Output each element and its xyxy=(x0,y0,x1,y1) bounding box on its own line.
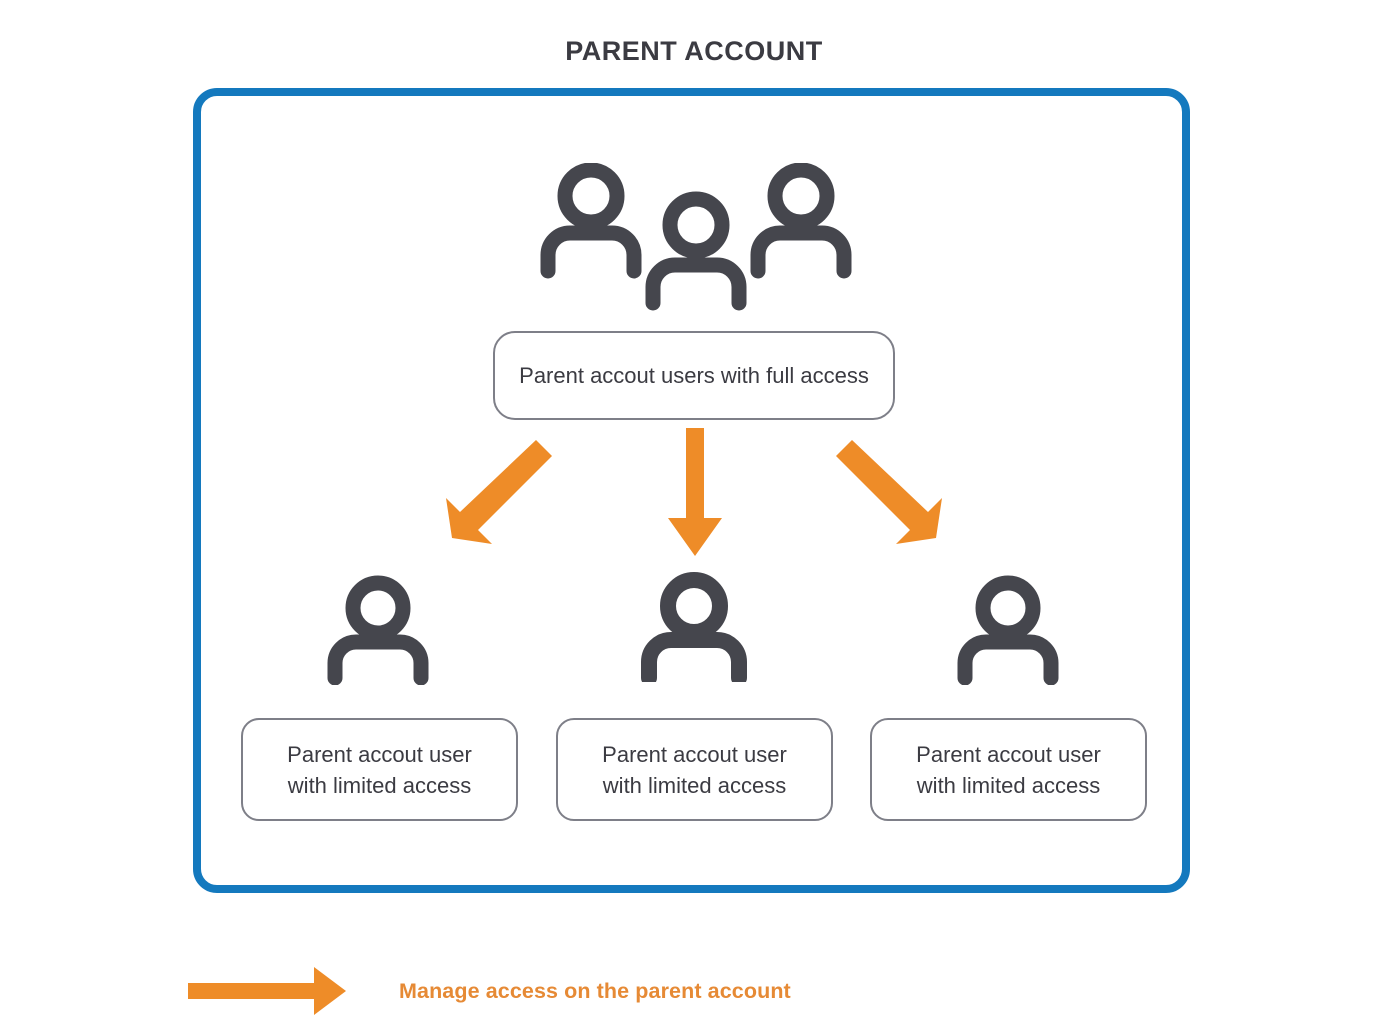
page-title: PARENT ACCOUNT xyxy=(565,36,823,66)
limited-access-label-box: Parent accout user with limited access xyxy=(870,718,1147,821)
users-group-icon xyxy=(536,163,856,318)
limited-access-label-line1: Parent accout user xyxy=(916,741,1101,767)
limited-access-label-line2: with limited access xyxy=(602,772,787,798)
arrow-right-icon xyxy=(188,967,346,1015)
parent-full-access-label-box: Parent accout users with full access xyxy=(493,331,895,420)
person-icon xyxy=(318,575,438,685)
limited-access-label: Parent accout user with limited access xyxy=(602,739,787,801)
limited-access-label-line1: Parent accout user xyxy=(602,741,787,767)
limited-access-label-line2: with limited access xyxy=(287,772,472,798)
legend: Manage access on the parent account xyxy=(186,962,886,1020)
limited-access-label: Parent accout user with limited access xyxy=(916,739,1101,801)
limited-access-label-box: Parent accout user with limited access xyxy=(556,718,833,821)
parent-full-access-label: Parent accout users with full access xyxy=(519,363,869,388)
person-icon xyxy=(948,575,1068,685)
limited-access-label: Parent accout user with limited access xyxy=(287,739,472,801)
limited-access-label-line2: with limited access xyxy=(916,772,1101,798)
limited-access-label-box: Parent accout user with limited access xyxy=(241,718,518,821)
limited-access-label-line1: Parent accout user xyxy=(287,741,472,767)
person-icon xyxy=(634,572,754,682)
legend-label: Manage access on the parent account xyxy=(399,978,791,1003)
